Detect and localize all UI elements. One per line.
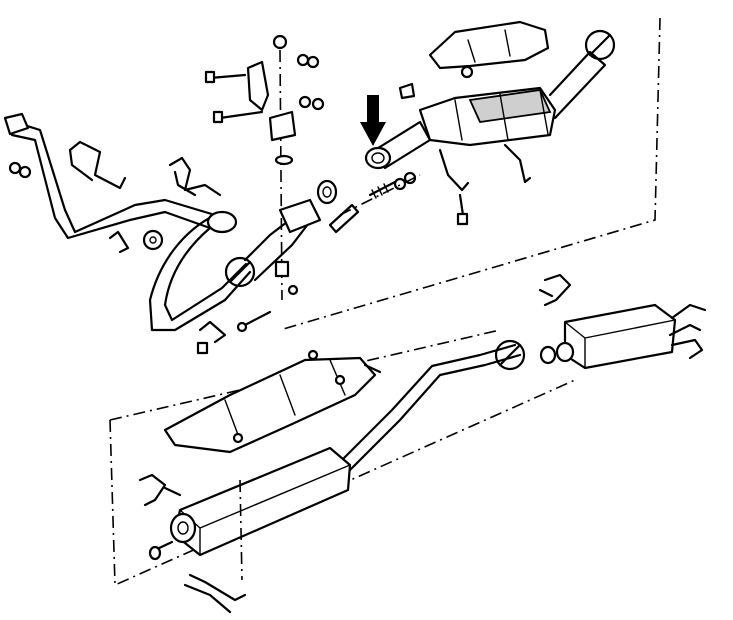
upper-section-frame	[279, 17, 661, 331]
catalytic-converter	[364, 50, 607, 170]
lower-hangers	[138, 310, 272, 614]
circled-slash-icon	[494, 339, 526, 371]
circled-slash-icon	[584, 29, 616, 61]
flange-gasket-and-bolts	[316, 171, 421, 234]
front-exhaust-pipe	[3, 112, 322, 332]
converter-brackets	[398, 82, 532, 226]
center-muffler	[148, 446, 352, 561]
down-arrow-icon	[360, 95, 386, 146]
circled-joint-callouts	[224, 29, 616, 371]
circled-slash-icon	[224, 256, 256, 288]
muffler-heat-shield	[163, 349, 382, 454]
converter-heat-shield	[428, 20, 550, 79]
rubber-mount-assembly	[204, 34, 325, 301]
pipe-brackets-upper	[8, 140, 222, 254]
intermediate-pipe	[340, 343, 522, 472]
rear-hanger	[538, 273, 572, 307]
rear-muffler	[539, 303, 707, 370]
